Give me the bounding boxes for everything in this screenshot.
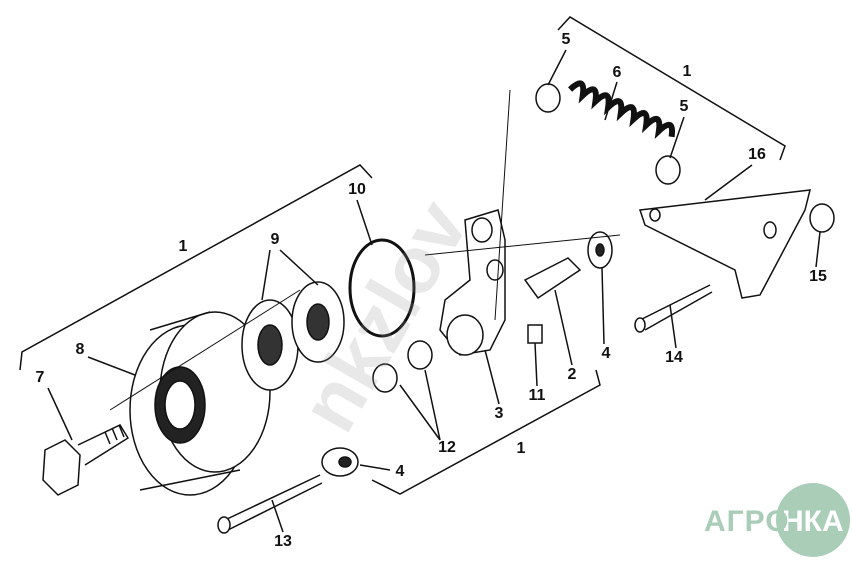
callout-7: 7: [35, 369, 45, 386]
callout-4: 4: [601, 345, 611, 362]
spring-cap: [535, 83, 561, 113]
callout-11: 11: [528, 387, 546, 404]
callout-9: 9: [270, 231, 280, 248]
logo-text-right: НКА: [782, 505, 844, 538]
grease-nipple: [527, 324, 543, 344]
bushing: [407, 340, 433, 370]
callout-13: 13: [274, 533, 292, 550]
callout-15: 15: [809, 268, 827, 285]
callout-4: 4: [395, 463, 405, 480]
callout-6: 6: [612, 64, 622, 81]
mount-bracket: [638, 189, 811, 299]
bracket-group-1-top: [557, 16, 786, 161]
callout-1: 1: [178, 238, 188, 255]
callout-1: 1: [682, 63, 692, 80]
cap: [809, 203, 835, 233]
callout-5: 5: [561, 31, 571, 48]
callout-10: 10: [348, 181, 366, 198]
callout-5: 5: [679, 98, 689, 115]
circlip: [348, 238, 416, 338]
callout-8: 8: [75, 341, 85, 358]
spacer: [523, 257, 582, 300]
brand-logo: НКА АГРО: [704, 483, 850, 559]
bolt-14: [639, 284, 713, 331]
callout-1: 1: [516, 440, 526, 457]
spring-cap: [655, 155, 681, 185]
callout-16: 16: [748, 146, 766, 163]
callout-3: 3: [494, 405, 504, 422]
tensioner-arm: [439, 209, 506, 356]
bushing: [372, 363, 398, 393]
bearings: [241, 281, 345, 391]
bracket-group-1-left: [19, 164, 373, 371]
logo-circle: НКА: [776, 483, 850, 557]
bolt-7: [42, 424, 130, 496]
spring: [568, 80, 676, 139]
callout-14: 14: [665, 349, 683, 366]
bracket-group-1-bottom: [371, 369, 601, 495]
callout-12: 12: [438, 439, 456, 456]
callout-2: 2: [567, 366, 577, 383]
logo-text-left: АГРО: [704, 505, 790, 538]
pulley: [129, 311, 271, 496]
